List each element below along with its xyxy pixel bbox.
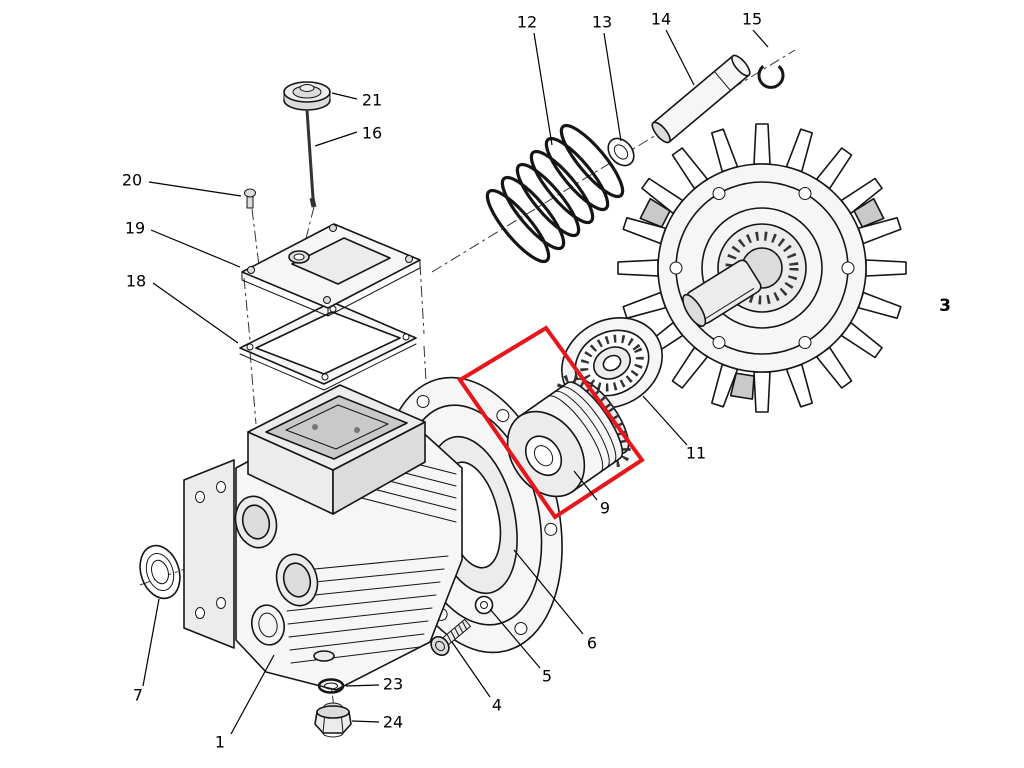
clamp-block	[729, 372, 755, 400]
flange-hole	[514, 622, 528, 636]
cover-screw	[329, 224, 337, 232]
flange-hole	[416, 394, 430, 408]
clamp-block	[639, 197, 671, 228]
valve-chamber	[247, 384, 426, 515]
washer-5	[474, 595, 494, 615]
leader-lines	[142, 29, 769, 735]
top-cover	[241, 223, 421, 317]
washer-13	[607, 137, 635, 167]
cover-boss	[291, 237, 391, 285]
flange-hole	[496, 409, 510, 423]
screw-20	[244, 188, 256, 209]
dipstick-rod	[305, 109, 315, 199]
cylinder-bore	[275, 553, 319, 607]
shaft-seal	[139, 544, 181, 600]
mount-hole	[216, 481, 226, 493]
bolt-hole	[841, 261, 855, 275]
dipstick	[283, 81, 331, 208]
gasket-hole	[246, 343, 254, 351]
clamp-block	[853, 197, 885, 228]
cover-screw	[323, 296, 331, 304]
mount-hole	[216, 597, 226, 609]
cylinder-bore	[234, 495, 278, 549]
gasket-hole	[321, 373, 329, 381]
spring	[485, 123, 625, 264]
drain-boss	[313, 650, 335, 662]
bolt-hole	[712, 187, 726, 200]
bolt-hole	[712, 336, 726, 349]
highlight-box	[457, 325, 645, 520]
bolt	[430, 618, 471, 657]
mount-hole	[195, 607, 205, 619]
ball-ring	[725, 231, 799, 305]
gasket-hole	[402, 333, 410, 341]
valve-plate	[285, 404, 389, 450]
bolt-hole	[798, 187, 812, 200]
circlip	[757, 65, 785, 89]
drain-plug	[314, 702, 352, 738]
mount-hole	[195, 491, 205, 503]
flange-hole	[544, 522, 558, 536]
o-ring	[317, 678, 345, 694]
ball-ring	[580, 334, 644, 392]
gasket	[239, 301, 417, 391]
crank-bore	[251, 604, 285, 646]
bolt-hole	[669, 261, 683, 275]
bolt-hole	[798, 336, 812, 349]
pin	[651, 54, 751, 144]
cover-screw	[247, 266, 255, 274]
flywheel	[617, 123, 907, 413]
cover-screw	[405, 255, 413, 263]
flywheel-shaft	[682, 259, 762, 327]
